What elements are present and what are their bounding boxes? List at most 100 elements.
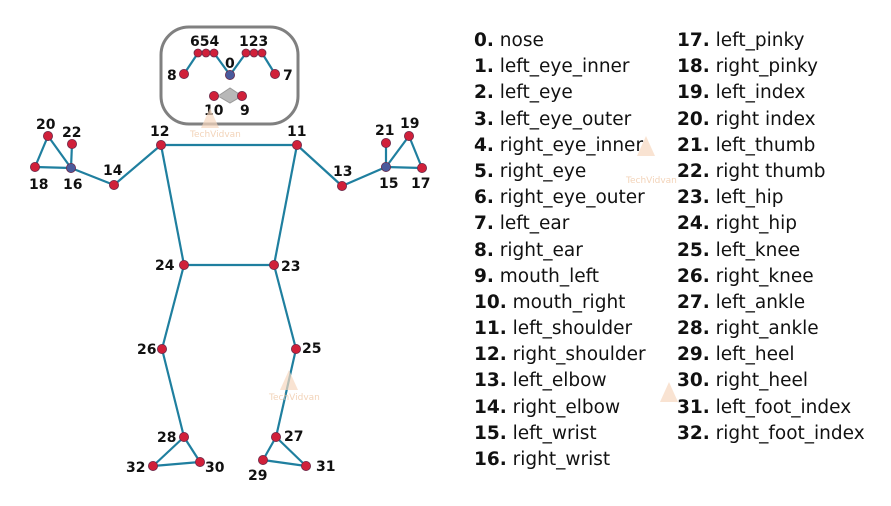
skeleton-joints <box>29 48 427 471</box>
left-eye-group-label: 123 <box>239 34 268 50</box>
edge-14-16 <box>70 166 115 187</box>
joint-label-11: 11 <box>287 124 306 140</box>
joint-right-shoulder <box>155 139 166 150</box>
legend-item-7: 7. left_ear <box>474 211 646 237</box>
joint-label-32: 32 <box>126 460 145 476</box>
joint-label-21: 21 <box>375 123 394 139</box>
legend-name: left_eye_inner <box>493 56 630 78</box>
joint-left-ankle <box>270 431 281 442</box>
joint-left-pinky <box>416 162 427 173</box>
edge-25-27 <box>274 348 298 438</box>
legend-item-11: 11. left_shoulder <box>474 316 646 342</box>
watermark-text: TechVidvan <box>190 130 241 140</box>
joint-label-23: 23 <box>281 259 300 275</box>
joint-label-29: 29 <box>248 468 267 484</box>
legend-item-10: 10. mouth_right <box>474 290 646 316</box>
edge-16-20 <box>47 135 72 169</box>
legend-name: right_eye_inner <box>493 134 644 156</box>
joint-label-26: 26 <box>137 342 156 358</box>
edge-13-15 <box>341 165 387 188</box>
legend-number: 18. <box>677 56 710 78</box>
edge-30-32 <box>152 460 201 468</box>
joint-right-ear <box>178 69 189 80</box>
legend-item-21: 21. left_thumb <box>677 133 865 159</box>
joint-left-elbow <box>336 180 347 191</box>
legend-number: 17. <box>677 30 710 51</box>
joint-label-18: 18 <box>29 177 48 193</box>
legend-name: right_pinky <box>709 56 818 78</box>
legend-name: left_ear <box>493 213 570 235</box>
joint-label-14: 14 <box>103 163 123 179</box>
legend-item-0: 0. nose <box>474 28 646 54</box>
edge-29-31 <box>262 458 307 468</box>
legend-name: left_heel <box>709 344 795 366</box>
joint-label-13: 13 <box>333 164 352 180</box>
joint-label-28: 28 <box>157 430 176 446</box>
edge-18-20 <box>33 135 50 168</box>
legend-item-4: 4. right_eye_inner <box>474 133 646 159</box>
legend-item-15: 15. left_wrist <box>474 421 646 447</box>
legend-item-32: 32. right_foot_index <box>677 421 865 447</box>
edge-11-23 <box>272 144 299 266</box>
legend-item-13: 13. left_elbow <box>474 368 646 394</box>
techvidvan-logo-icon <box>201 108 219 128</box>
joint-label-24: 24 <box>155 258 175 274</box>
legend-name: right_shoulder <box>506 344 646 366</box>
joint-left-index <box>403 130 414 141</box>
legend-name: right_wrist <box>506 449 611 470</box>
legend-item-16: 16. right_wrist <box>474 447 646 473</box>
legend-name: right_hip <box>709 213 797 235</box>
joint-left-eye-inner <box>241 48 251 58</box>
legend-number: 6. <box>474 187 494 209</box>
joint-left-hip <box>268 259 279 270</box>
legend-item-14: 14. right_elbow <box>474 395 646 421</box>
legend-number: 25. <box>677 239 710 261</box>
legend-item-2: 2. left_eye <box>474 80 646 106</box>
legend-item-25: 25. left_knee <box>677 238 865 264</box>
legend-number: 4. <box>474 134 494 156</box>
edge-26-28 <box>160 348 186 438</box>
legend-number: 5. <box>474 160 494 182</box>
legend-number: 13. <box>474 370 507 392</box>
joint-mouth-right <box>208 91 219 102</box>
legend-name: nose <box>493 30 544 51</box>
joint-nose <box>224 70 235 81</box>
legend-name: left_eye <box>493 82 573 104</box>
joint-left-knee <box>290 343 301 354</box>
legend-number: 19. <box>677 82 710 104</box>
legend-number: 11. <box>474 318 507 340</box>
legend-name: right_eye_outer <box>493 187 645 209</box>
joint-right-pinky <box>29 161 40 172</box>
joint-right-wrist <box>66 162 77 173</box>
joint-left-shoulder <box>291 139 302 150</box>
legend-number: 29. <box>677 344 710 366</box>
joint-label-20: 20 <box>36 117 56 133</box>
joint-right-hip <box>178 259 189 270</box>
joint-label-19: 19 <box>400 116 419 132</box>
legend-name: right_ear <box>493 239 583 261</box>
legend-number: 12. <box>474 344 507 366</box>
legend-item-19: 19. left_index <box>677 80 865 106</box>
joint-mouth-left <box>236 91 247 102</box>
legend-name: mouth_right <box>506 291 626 313</box>
legend-number: 14. <box>474 396 507 418</box>
legend-item-31: 31. left_foot_index <box>677 395 865 421</box>
legend-number: 23. <box>677 187 710 209</box>
legend-name: right_heel <box>709 370 809 392</box>
head-outline <box>159 25 300 126</box>
legend-number: 2. <box>474 82 494 104</box>
right-eye-group-label: 654 <box>190 34 219 50</box>
legend-item-17: 17. left_pinky <box>677 28 865 54</box>
joint-label-25: 25 <box>302 341 321 357</box>
legend-name: right_knee <box>709 265 814 287</box>
legend-name: left_ankle <box>709 291 806 313</box>
edge-17-19 <box>407 135 424 169</box>
joint-left-thumb <box>380 137 391 148</box>
joint-label-30: 30 <box>205 460 225 476</box>
joint-right-index <box>43 130 54 141</box>
joint-label-27: 27 <box>284 429 303 445</box>
legend-number: 15. <box>474 422 507 444</box>
